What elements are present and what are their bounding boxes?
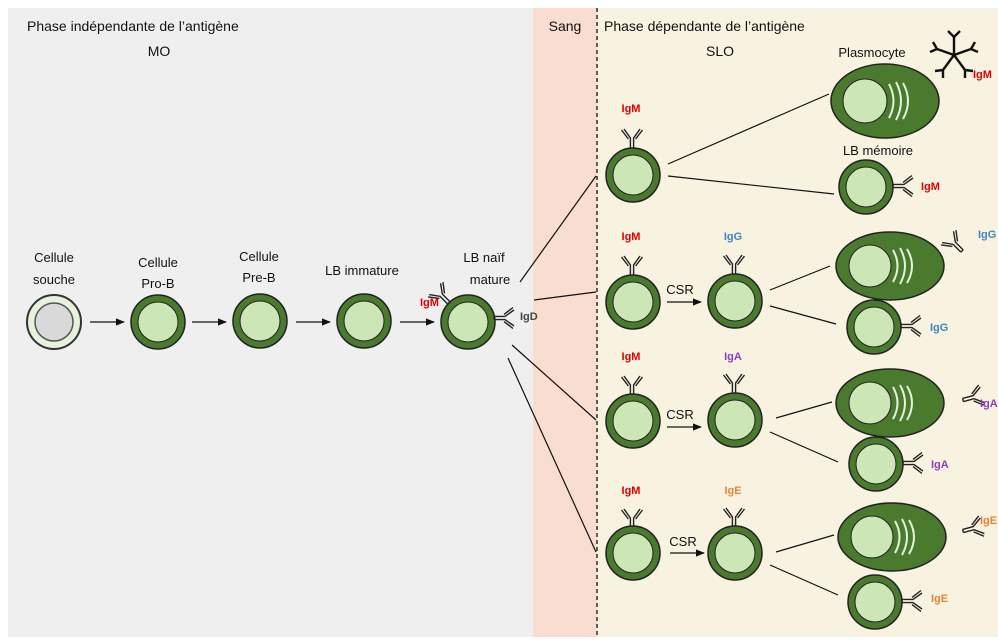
plasma-cell: [830, 63, 940, 139]
connector: [769, 265, 831, 291]
pro-b-label-1: Cellule: [138, 255, 178, 270]
iga-memory-label: IgA: [931, 459, 949, 471]
row4-switched-cell: [707, 525, 763, 581]
row2-switched-cell: [707, 273, 763, 329]
igg-plasma-label: IgG: [978, 229, 996, 241]
connector: [507, 357, 597, 553]
ige-plasma-cell: [837, 502, 947, 572]
immature-b-cell: [336, 293, 392, 349]
memory-igm-label: IgM: [921, 181, 940, 193]
naive-igd-label: IgD: [520, 311, 538, 323]
pro-b-label-2: Pro-B: [141, 276, 174, 291]
row4-b-cell: [605, 525, 661, 581]
pentamer-igm-icon: [929, 30, 979, 78]
stem-cell: [26, 294, 82, 350]
row3-switched-cell: [707, 392, 763, 448]
row1-b-cell: [605, 147, 661, 203]
right-subtitle: SLO: [706, 43, 734, 59]
connector: [519, 175, 597, 283]
naive-label-1: LB naïf: [463, 250, 505, 265]
connector: [667, 175, 835, 195]
left-title: Phase indépendante de l’antigène: [27, 18, 239, 34]
connector: [511, 344, 597, 421]
connector: [769, 564, 839, 596]
row3-iga-label: IgA: [724, 351, 742, 363]
connector: [775, 534, 835, 553]
stem-cell-label-2: souche: [33, 272, 75, 287]
pentamer-igm-label: IgM: [973, 69, 992, 81]
row2-igg-label: IgG: [724, 231, 742, 243]
ige-plasma-label: IgE: [980, 515, 997, 527]
connector: [769, 305, 837, 325]
row1-igm-label: IgM: [622, 103, 641, 115]
row3-csr-label: CSR: [666, 407, 693, 422]
igg-memory-label: IgG: [930, 322, 948, 334]
naive-mature-b-cell: [440, 294, 496, 350]
row4-ige-label: IgE: [724, 485, 741, 497]
connector: [769, 431, 839, 463]
igg-plasma-cell: [835, 231, 945, 301]
connector: [667, 93, 830, 165]
iga-plasma-cell: [835, 368, 945, 438]
memory-b-cell: [838, 159, 894, 215]
igg-memory-cell: [846, 299, 902, 355]
stem-cell-label-1: Cellule: [34, 250, 74, 265]
right-title: Phase dépendante de l’antigène: [604, 18, 805, 34]
row3-b-cell: [605, 393, 661, 449]
naive-igm-label: IgM: [420, 297, 439, 309]
naive-label-2: mature: [470, 272, 510, 287]
ige-memory-cell: [847, 574, 903, 630]
iga-memory-cell: [848, 436, 904, 492]
row3-igm-label: IgM: [622, 351, 641, 363]
row4-igm-label: IgM: [622, 485, 641, 497]
pre-b-cell: [232, 293, 288, 349]
immature-label: LB immature: [325, 263, 399, 278]
pre-b-label-1: Cellule: [239, 249, 279, 264]
blood-title: Sang: [549, 18, 582, 34]
iga-plasma-label: IgA: [980, 398, 998, 410]
row4-csr-label: CSR: [669, 534, 696, 549]
row2-igm-label: IgM: [622, 231, 641, 243]
connector: [775, 401, 833, 419]
pro-b-cell: [130, 294, 186, 350]
blood-zone: [533, 8, 597, 637]
left-subtitle: MO: [148, 43, 171, 59]
ige-memory-label: IgE: [931, 593, 948, 605]
pre-b-label-2: Pre-B: [242, 270, 275, 285]
plasma-cell-label: Plasmocyte: [838, 45, 905, 60]
memory-b-label: LB mémoire: [843, 143, 913, 158]
row2-csr-label: CSR: [666, 282, 693, 297]
connector: [533, 291, 597, 301]
row2-b-cell: [605, 274, 661, 330]
